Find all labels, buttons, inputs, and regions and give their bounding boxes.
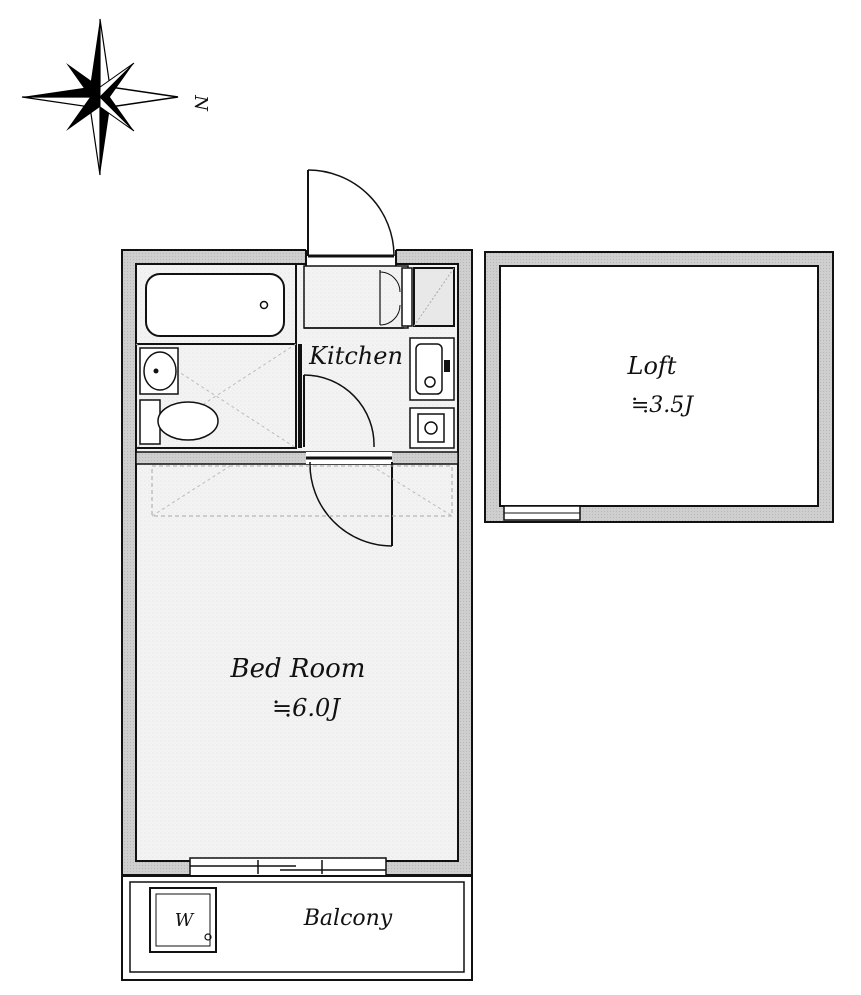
wash-basin xyxy=(139,347,179,395)
bedroom-label: Bed Room xyxy=(230,654,366,684)
stove xyxy=(409,407,455,449)
toilet xyxy=(139,399,219,445)
closet-doors[interactable] xyxy=(379,267,413,327)
bedroom-door[interactable] xyxy=(309,461,393,547)
bedroom-closet xyxy=(151,465,453,517)
toilet-door[interactable] xyxy=(300,374,375,448)
entrance-door[interactable] xyxy=(305,169,397,266)
compass-rose-icon xyxy=(21,18,179,176)
loft-ladder-opening[interactable] xyxy=(503,505,581,521)
compass-north-label: N xyxy=(190,94,211,112)
loft-label: Loft xyxy=(627,352,677,380)
loft: Loft ≒3.5J xyxy=(484,251,834,523)
bedroom-size: ≒6.0J xyxy=(272,694,341,722)
balcony-window[interactable] xyxy=(189,857,387,877)
washer-space: W xyxy=(149,887,217,953)
balcony-label: Balcony xyxy=(303,906,393,931)
washer-label: W xyxy=(175,910,195,931)
loft-size: ≒3.5J xyxy=(631,393,694,418)
balcony: W Balcony xyxy=(121,875,473,981)
bathtub xyxy=(145,273,285,337)
main-unit: Kitchen Bed Room ≒6.0J xyxy=(121,169,473,877)
kitchen-label: Kitchen xyxy=(308,342,403,370)
compass: N xyxy=(21,18,211,176)
storage-box xyxy=(413,267,455,327)
kitchen-sink xyxy=(409,337,455,401)
bedroom-divider-wall xyxy=(135,451,459,465)
